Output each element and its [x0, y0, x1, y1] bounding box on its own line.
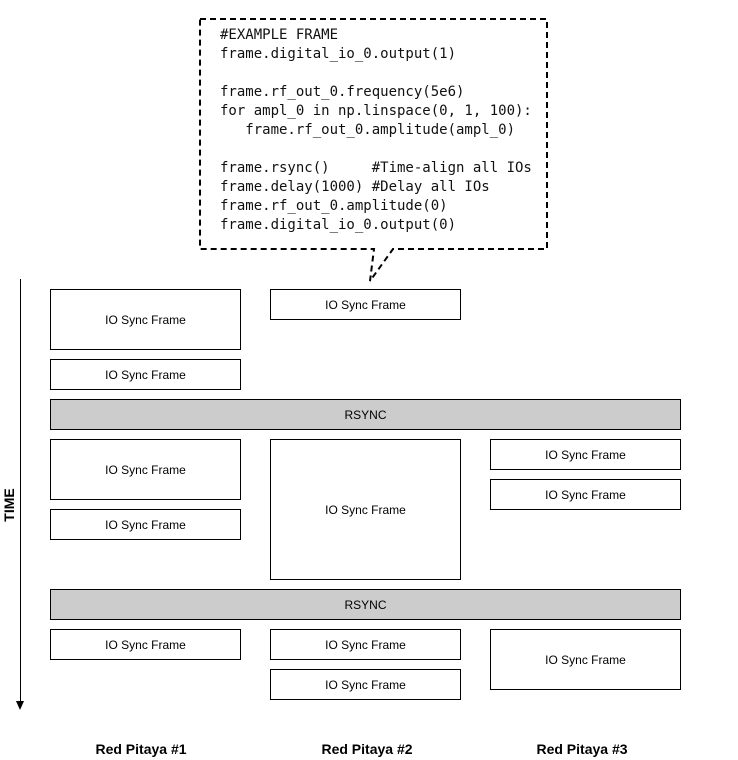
io-sync-frame: IO Sync Frame [50, 359, 241, 390]
time-axis-line [20, 279, 21, 703]
io-sync-frame: IO Sync Frame [50, 629, 241, 660]
column-label-red-pitaya-1: Red Pitaya #1 [95, 741, 187, 757]
time-arrow-icon [16, 701, 24, 710]
time-axis-label: TIME [1, 488, 17, 522]
column-label-red-pitaya-3: Red Pitaya #3 [536, 741, 628, 757]
io-sync-frame: IO Sync Frame [270, 439, 461, 580]
code-callout-bubble [199, 18, 548, 282]
io-sync-frame: IO Sync Frame [50, 509, 241, 540]
io-sync-frame: IO Sync Frame [50, 439, 241, 500]
rsync-bar: RSYNC [50, 399, 681, 430]
io-sync-frame: IO Sync Frame [50, 289, 241, 350]
io-sync-frame: IO Sync Frame [270, 669, 461, 700]
io-sync-frame: IO Sync Frame [490, 479, 681, 510]
column-label-red-pitaya-2: Red Pitaya #2 [321, 741, 413, 757]
io-sync-frame: IO Sync Frame [490, 629, 681, 690]
io-sync-frame: IO Sync Frame [270, 629, 461, 660]
io-sync-frame: IO Sync Frame [490, 439, 681, 470]
rsync-bar: RSYNC [50, 589, 681, 620]
io-sync-frame: IO Sync Frame [270, 289, 461, 320]
example-code: #EXAMPLE FRAME frame.digital_io_0.output… [220, 27, 532, 233]
